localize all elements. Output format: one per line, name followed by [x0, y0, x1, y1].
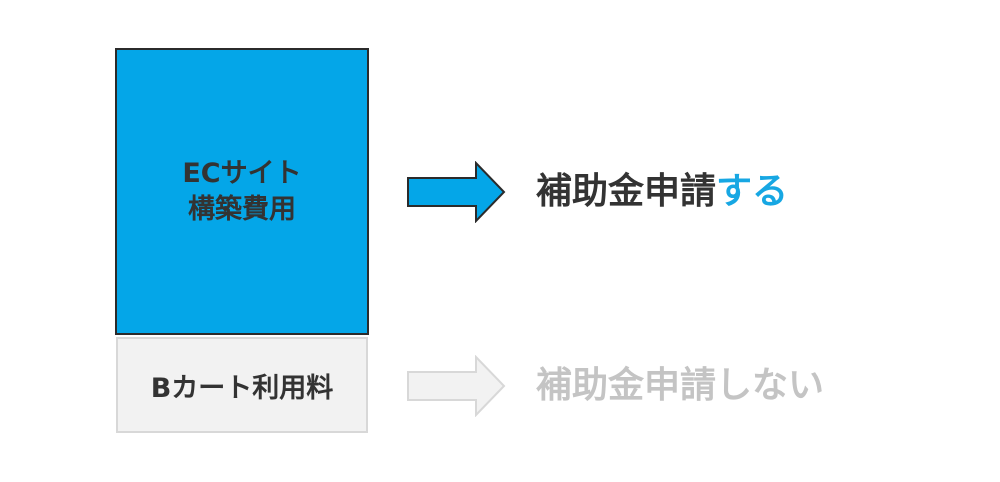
apply-subsidy-prefix: 補助金申請 [536, 171, 717, 212]
right-arrow-icon [407, 161, 506, 223]
apply-subsidy-label: 補助金申請する [536, 170, 788, 214]
apply-subsidy-suffix: する [716, 171, 789, 212]
ec-site-cost-box: ECサイト 構築費用 [115, 48, 369, 335]
cart-box-label: Bカート利用料 [150, 372, 334, 404]
bcart-fee-box: Bカート利用料 [116, 337, 368, 433]
no-subsidy-label: 補助金申請しない [536, 364, 824, 408]
ec-box-line2: 構築費用 [188, 193, 296, 225]
ec-box-line1: ECサイト [182, 157, 302, 189]
right-arrow-shape [407, 161, 506, 223]
right-arrow-muted-icon [407, 355, 506, 417]
right-arrow-muted-shape [407, 355, 506, 417]
no-subsidy-text: 補助金申請しない [536, 365, 825, 406]
